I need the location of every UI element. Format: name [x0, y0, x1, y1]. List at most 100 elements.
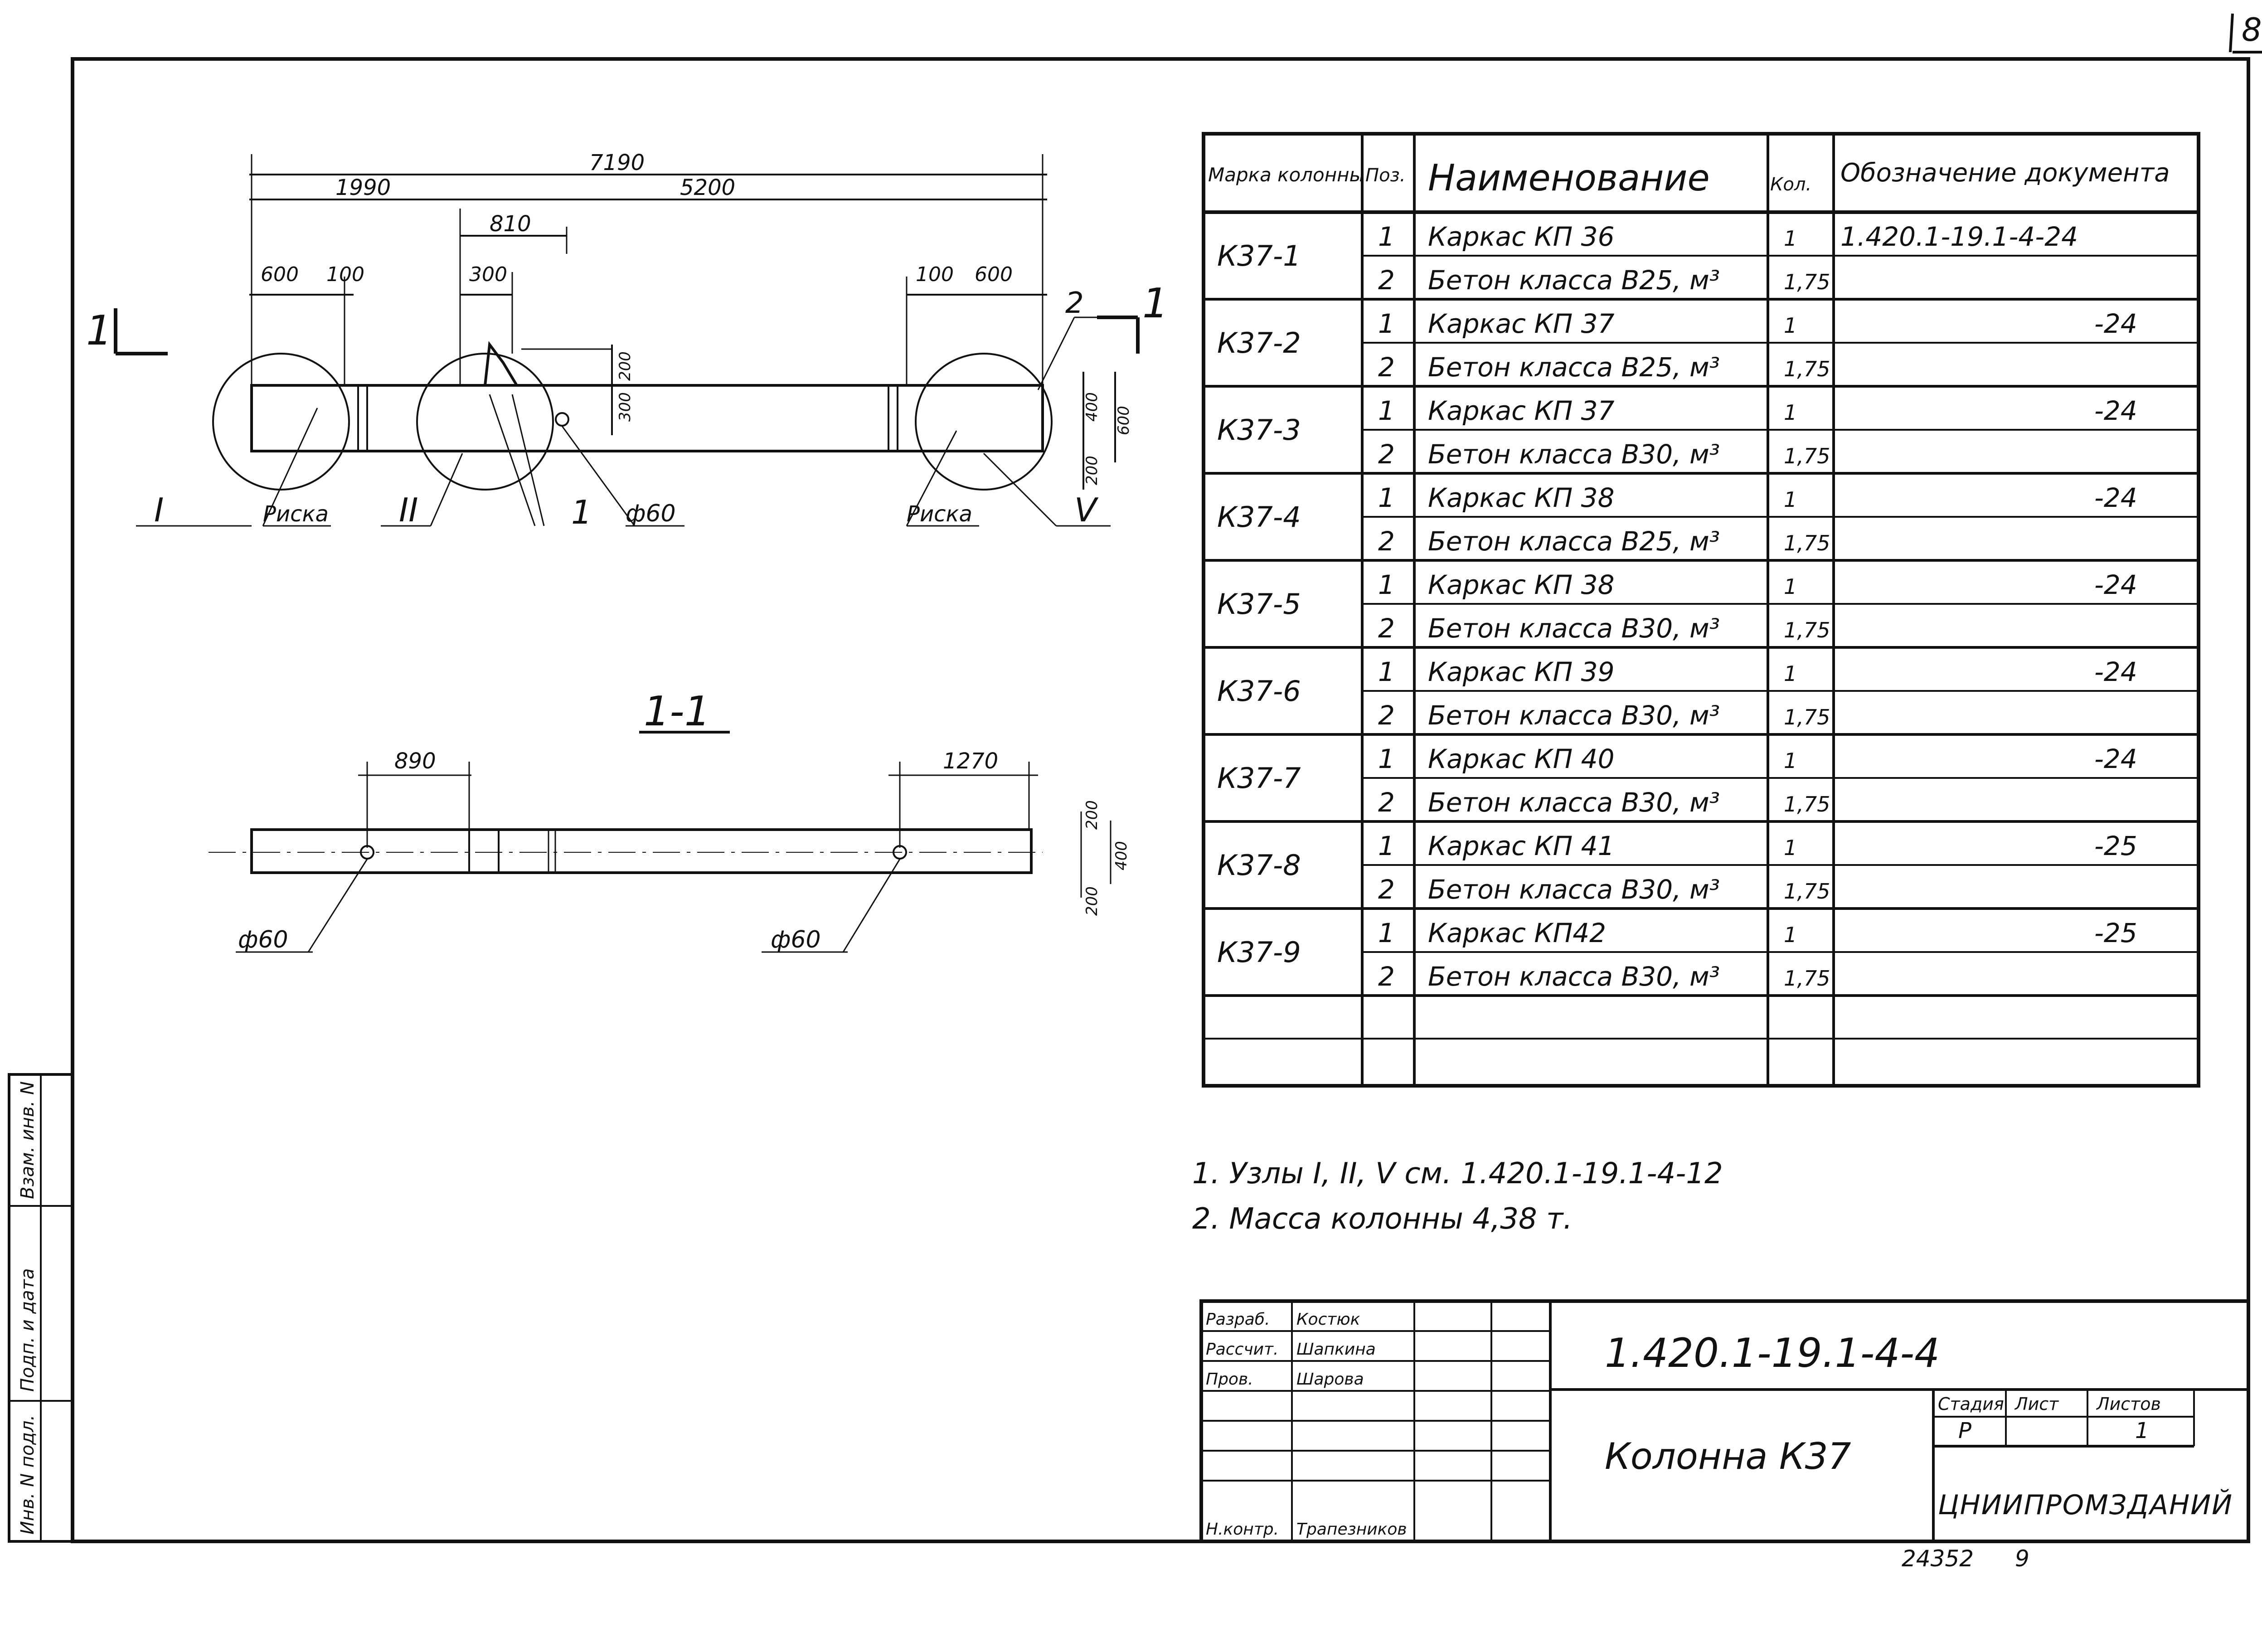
section-dim-1270: 1270 — [943, 748, 998, 774]
spec-cell-name: Бетон класса В30, м³ — [1428, 787, 1720, 818]
column-elevation: 7190 1990 5200 810 600 100 300 100 600 — [86, 150, 1168, 531]
spec-cell-doc: -24 — [2094, 569, 2137, 600]
section-hole-left-label: ф60 — [238, 926, 288, 953]
spec-cell-doc: -24 — [2094, 482, 2137, 513]
spec-cell-qty: 1,75 — [1784, 966, 1830, 991]
spec-header-pos: Поз. — [1365, 165, 1406, 186]
section-dim-400: 400 — [1112, 841, 1131, 870]
title-block-person: Костюк — [1296, 1310, 1360, 1329]
spec-cell-name: Бетон класса В30, м³ — [1428, 439, 1720, 470]
node-I-label: I — [154, 491, 164, 529]
side-stamp-replace-label: Взам. инв. N — [17, 1081, 38, 1199]
leader-2-label: 2 — [1065, 287, 1084, 320]
spec-cell-qty: 1,75 — [1784, 357, 1830, 381]
spec-cell-qty: 1 — [1784, 574, 1797, 599]
spec-cell-pos: 1 — [1378, 656, 1395, 687]
spec-cell-pos: 2 — [1378, 352, 1395, 383]
spec-cell-name: Бетон класса В30, м³ — [1428, 613, 1720, 644]
spec-header-name: Наименование — [1428, 157, 1710, 199]
spec-cell-name: Каркас КП 38 — [1428, 482, 1614, 513]
spec-cell-name: Каркас КП 39 — [1428, 656, 1614, 687]
spec-cell-pos: 2 — [1378, 961, 1395, 992]
spec-mark: К37-3 — [1217, 413, 1301, 447]
dimension-chain-right: 200 300 400 600 200 — [521, 345, 1133, 490]
drawing-title: Колонна К37 — [1605, 1435, 1851, 1477]
title-block-person: Шапкина — [1296, 1340, 1376, 1359]
spec-cell-pos: 1 — [1378, 918, 1395, 948]
dim-segment-left: 1990 — [335, 175, 391, 200]
notes: 1. Узлы I, II, V см. 1.420.1-19.1-4-12 2… — [1192, 1157, 1723, 1236]
spec-mark: К37-7 — [1217, 762, 1301, 795]
spec-cell-name: Каркас КП 38 — [1428, 569, 1614, 600]
leader-1-label: 1 — [571, 493, 592, 531]
dimension-chain-top: 7190 1990 5200 810 600 100 300 100 600 — [249, 150, 1047, 385]
spec-cell-qty: 1 — [1784, 400, 1797, 425]
spec-cell-qty: 1,75 — [1784, 270, 1830, 294]
spec-cell-qty: 1,75 — [1784, 444, 1830, 468]
spec-table: Марка колонны Поз. Наименование Кол. Обо… — [1202, 132, 2200, 1088]
stage-value: Р — [1958, 1418, 1971, 1443]
spec-mark: К37-1 — [1217, 239, 1301, 272]
section-mark-left: 1 — [86, 307, 168, 355]
title-block-role: Рассчит. — [1206, 1340, 1278, 1359]
spec-cell-pos: 2 — [1378, 787, 1395, 818]
spec-cell-pos: 1 — [1378, 221, 1395, 252]
spec-cell-name: Бетон класса В30, м³ — [1428, 874, 1720, 905]
title-block-role: Пров. — [1206, 1370, 1253, 1389]
footer-format: 9 — [2015, 1545, 2029, 1572]
side-stamp: Инв. N подл. Подп. и дата Взам. инв. N — [8, 1073, 74, 1543]
section-dim-890: 890 — [394, 748, 436, 774]
node-V-label: V — [1074, 491, 1099, 529]
dim-810: 810 — [490, 211, 531, 237]
organization: ЦНИИПРОМЗДАНИЙ — [1938, 1489, 2233, 1521]
dim-overall-length: 7190 — [589, 150, 645, 175]
side-stamp-inv-label: Инв. N подл. — [17, 1415, 38, 1535]
column-corbel — [484, 341, 518, 386]
dim-300-vertical: 300 — [616, 392, 634, 422]
spec-cell-pos: 1 — [1378, 395, 1395, 426]
spec-cell-qty: 1 — [1784, 661, 1797, 686]
dim-600-vertical: 600 — [1115, 406, 1133, 435]
spec-cell-name: Бетон класса В25, м³ — [1428, 352, 1720, 383]
stage-label: Стадия — [1938, 1394, 2004, 1414]
dim-400: 400 — [1083, 392, 1101, 422]
section-mark-right: 1 — [1097, 280, 1168, 354]
spec-cell-name: Каркас КП42 — [1428, 918, 1606, 948]
spec-cell-qty: 1 — [1784, 836, 1797, 860]
title-block: Разраб.КостюкРассчит.ШапкинаПров.ШароваН… — [1199, 1299, 2250, 1543]
title-block-person: Трапезников — [1296, 1520, 1407, 1539]
spec-cell-pos: 2 — [1378, 526, 1395, 557]
spec-cell-pos: 2 — [1378, 613, 1395, 644]
spec-header-qty: Кол. — [1770, 174, 1811, 195]
section-hole-right-label: ф60 — [771, 926, 821, 953]
spec-cell-name: Каркас КП 41 — [1428, 831, 1614, 861]
spec-cell-doc: -24 — [2094, 656, 2137, 687]
spec-cell-doc: -25 — [2094, 831, 2137, 861]
spec-cell-pos: 1 — [1378, 308, 1395, 339]
spec-header-doc: Обозначение документа — [1840, 158, 2170, 188]
title-block-role: Разраб. — [1206, 1310, 1270, 1329]
spec-cell-qty: 1,75 — [1784, 792, 1830, 816]
spec-mark: К37-4 — [1217, 500, 1301, 534]
section-dim-200-bottom: 200 — [1083, 886, 1101, 916]
risk-right-label: Риска — [907, 501, 972, 527]
spec-cell-pos: 2 — [1378, 874, 1395, 905]
sheet-frame: 8 — [71, 11, 2262, 1543]
dim-300: 300 — [469, 263, 507, 286]
spec-cell-doc: 1.420.1-19.1-4-24 — [1840, 221, 2078, 252]
spec-cell-pos: 1 — [1378, 831, 1395, 861]
hole-diameter-label: ф60 — [626, 500, 676, 527]
spec-cell-doc: -24 — [2094, 395, 2137, 426]
spec-cell-pos: 1 — [1378, 569, 1395, 600]
spec-cell-pos: 2 — [1378, 439, 1395, 470]
spec-cell-qty: 1,75 — [1784, 618, 1830, 642]
spec-cell-name: Бетон класса В30, м³ — [1428, 961, 1720, 992]
title-block-person: Шарова — [1296, 1370, 1364, 1389]
leaders-elevation: 2 I II V Риска Риска 1 ф60 — [136, 287, 1111, 531]
dim-200-top: 200 — [616, 351, 634, 381]
footer-number: 24352 — [1902, 1545, 1974, 1572]
sheet-number: 8 — [2242, 11, 2262, 49]
hole-elevation — [555, 412, 569, 427]
spec-cell-name: Бетон класса В30, м³ — [1428, 700, 1720, 731]
spec-cell-name: Бетон класса В25, м³ — [1428, 526, 1720, 557]
